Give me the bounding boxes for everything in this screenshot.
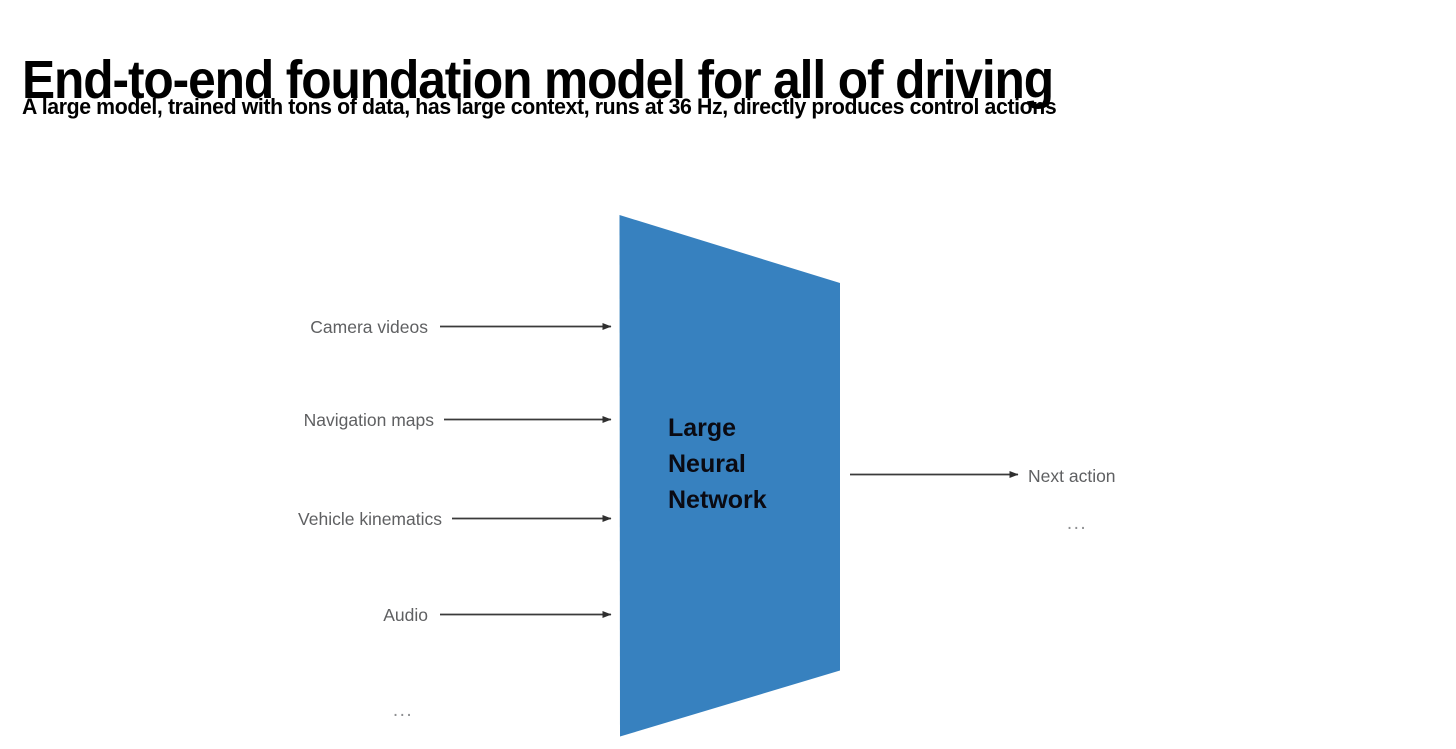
input-label-audio: Audio: [383, 605, 428, 625]
page-title: End-to-end foundation model for all of d…: [22, 50, 1054, 111]
output-ellipsis: ...: [1066, 513, 1088, 534]
neural-network-block-label: Large Neural Network: [668, 414, 767, 514]
input-label-camera-videos: Camera videos: [310, 317, 428, 337]
input-label-vehicle-kinematics: Vehicle kinematics: [298, 509, 442, 529]
input-ellipsis: ...: [392, 700, 414, 721]
neural-network-block: [619, 215, 840, 737]
input-label-navigation-maps: Navigation maps: [303, 410, 434, 430]
page-subtitle: A large model, trained with tons of data…: [22, 94, 1057, 119]
output-label-next-action: Next action: [1028, 466, 1116, 486]
